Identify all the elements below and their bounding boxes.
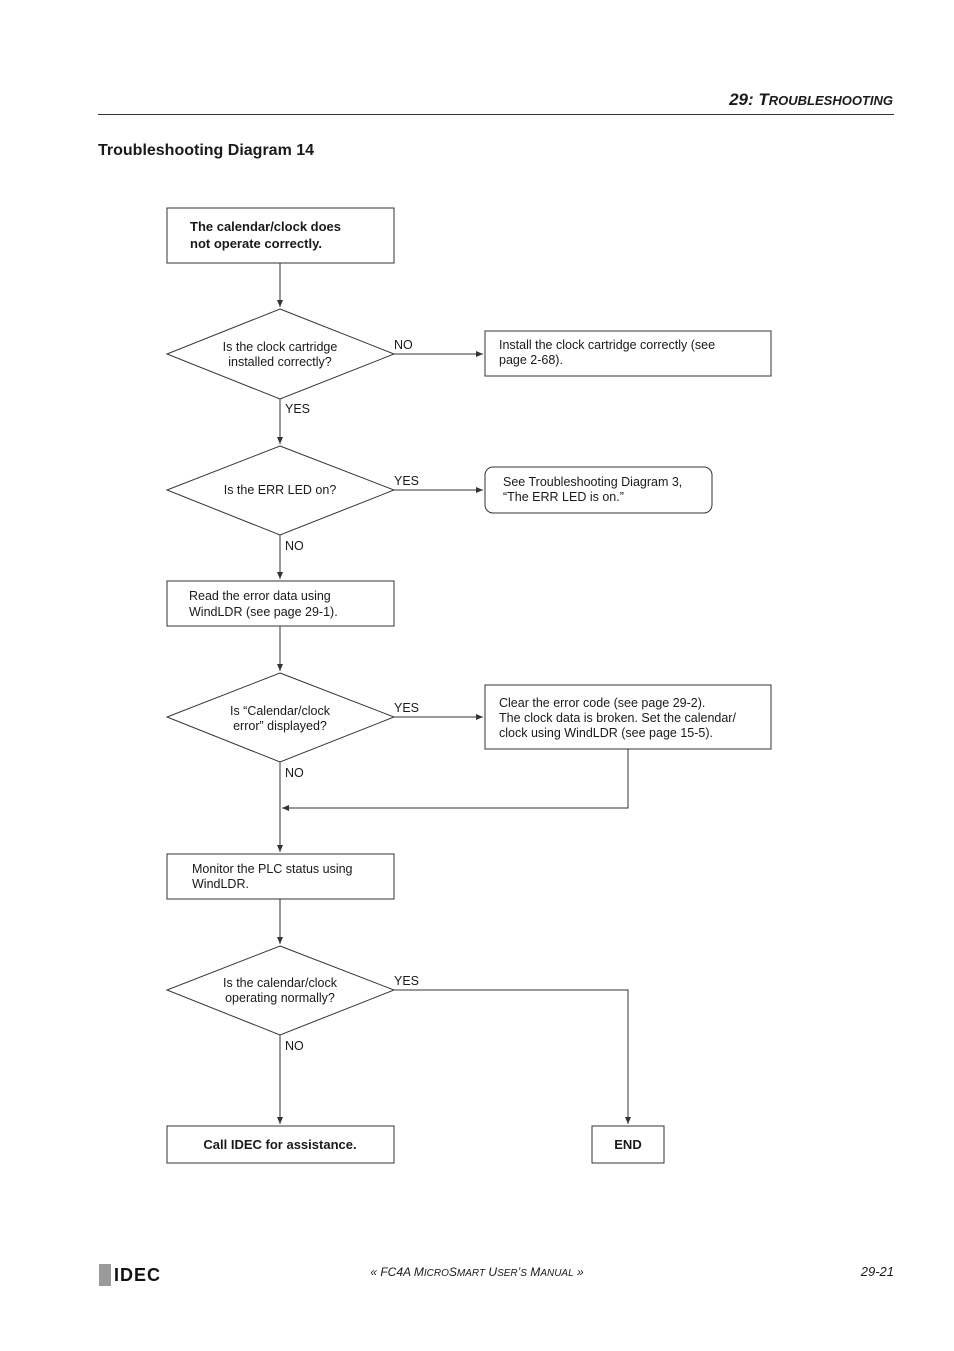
decision-cartridge	[165, 308, 396, 400]
monitor-line2: WindLDR.	[192, 877, 249, 891]
header-rule	[98, 114, 894, 115]
start-text-line1: The calendar/clock does	[190, 219, 341, 234]
label-q1-yes: YES	[285, 402, 310, 416]
monitor-line1: Monitor the PLC status using	[192, 862, 353, 876]
install-cartridge-box	[484, 330, 772, 377]
manual-title-part: « FC4A M	[370, 1265, 424, 1279]
decision-operating-line2: operating normally?	[225, 991, 335, 1005]
clear-error-line2: The clock data is broken. Set the calend…	[499, 711, 736, 725]
manual-title-part: ’	[517, 1265, 521, 1279]
decision-calendar-error-line1: Is “Calendar/clock	[230, 704, 331, 718]
manual-title-part: U	[485, 1265, 498, 1279]
chapter-title: 29: TROUBLESHOOTING	[729, 90, 893, 110]
label-q3-no: NO	[285, 766, 304, 780]
arrow-q4-yes	[394, 989, 631, 1124]
start-text-line2: not operate correctly.	[190, 236, 322, 251]
manual-title-part: SER	[497, 1268, 518, 1279]
end-text: END	[614, 1137, 641, 1152]
page-number: 29-21	[860, 1264, 894, 1279]
read-error-line1: Read the error data using	[189, 589, 331, 603]
label-q3-yes: YES	[394, 701, 419, 715]
label-q4-yes: YES	[394, 974, 419, 988]
start-box	[166, 207, 395, 264]
chapter-number: 29:	[729, 90, 754, 109]
label-q2-no: NO	[285, 539, 304, 553]
label-q2-yes: YES	[394, 474, 419, 488]
chapter-title-initial: T	[758, 90, 769, 109]
manual-title-part: »	[573, 1265, 584, 1279]
clear-error-line3: clock using WindLDR (see page 15-5).	[499, 726, 713, 740]
decision-operating-line1: Is the calendar/clock	[223, 976, 338, 990]
idec-logo: IDEC	[99, 1263, 161, 1287]
manual-title-part: MART	[456, 1268, 486, 1279]
logo-mark-icon	[99, 1264, 111, 1286]
decision-calendar-error-line2: error” displayed?	[233, 719, 327, 733]
clear-error-line1: Clear the error code (see page 29-2).	[499, 696, 705, 710]
see-diagram-3-line2: “The ERR LED is on.”	[503, 490, 624, 504]
logo-text: IDEC	[114, 1264, 162, 1285]
manual-title-part: S	[520, 1268, 527, 1279]
section-title: Troubleshooting Diagram 14	[98, 142, 315, 159]
call-idec-text: Call IDEC for assistance.	[203, 1137, 356, 1152]
read-error-box	[166, 580, 395, 627]
label-q4-no: NO	[285, 1039, 304, 1053]
see-diagram-3-box	[484, 466, 713, 514]
read-error-line2: WindLDR (see page 29-1).	[189, 605, 338, 619]
decision-cartridge-line2: installed correctly?	[228, 355, 332, 369]
manual-title-part: M	[526, 1265, 541, 1279]
call-idec-box	[166, 1125, 395, 1164]
decision-err-led-text: Is the ERR LED on?	[224, 483, 337, 497]
label-q1-no: NO	[394, 338, 413, 352]
clear-error-box	[484, 684, 772, 750]
decision-cartridge-line1: Is the clock cartridge	[223, 340, 338, 354]
arrow-clear-error-return	[282, 749, 629, 811]
chapter-title-rest: ROUBLESHOOTING	[768, 93, 893, 108]
end-box	[591, 1125, 665, 1164]
install-cartridge-line2: page 2-68).	[499, 353, 563, 367]
install-cartridge-line1: Install the clock cartridge correctly (s…	[499, 338, 715, 352]
see-diagram-3-line1: See Troubleshooting Diagram 3,	[503, 475, 682, 489]
manual-title-part: ANUAL	[540, 1268, 574, 1279]
manual-title: « FC4A MICROSMART USER’S MANUAL »	[0, 1265, 954, 1279]
manual-title-part: S	[448, 1265, 457, 1279]
manual-title-part: ICRO	[423, 1268, 449, 1279]
